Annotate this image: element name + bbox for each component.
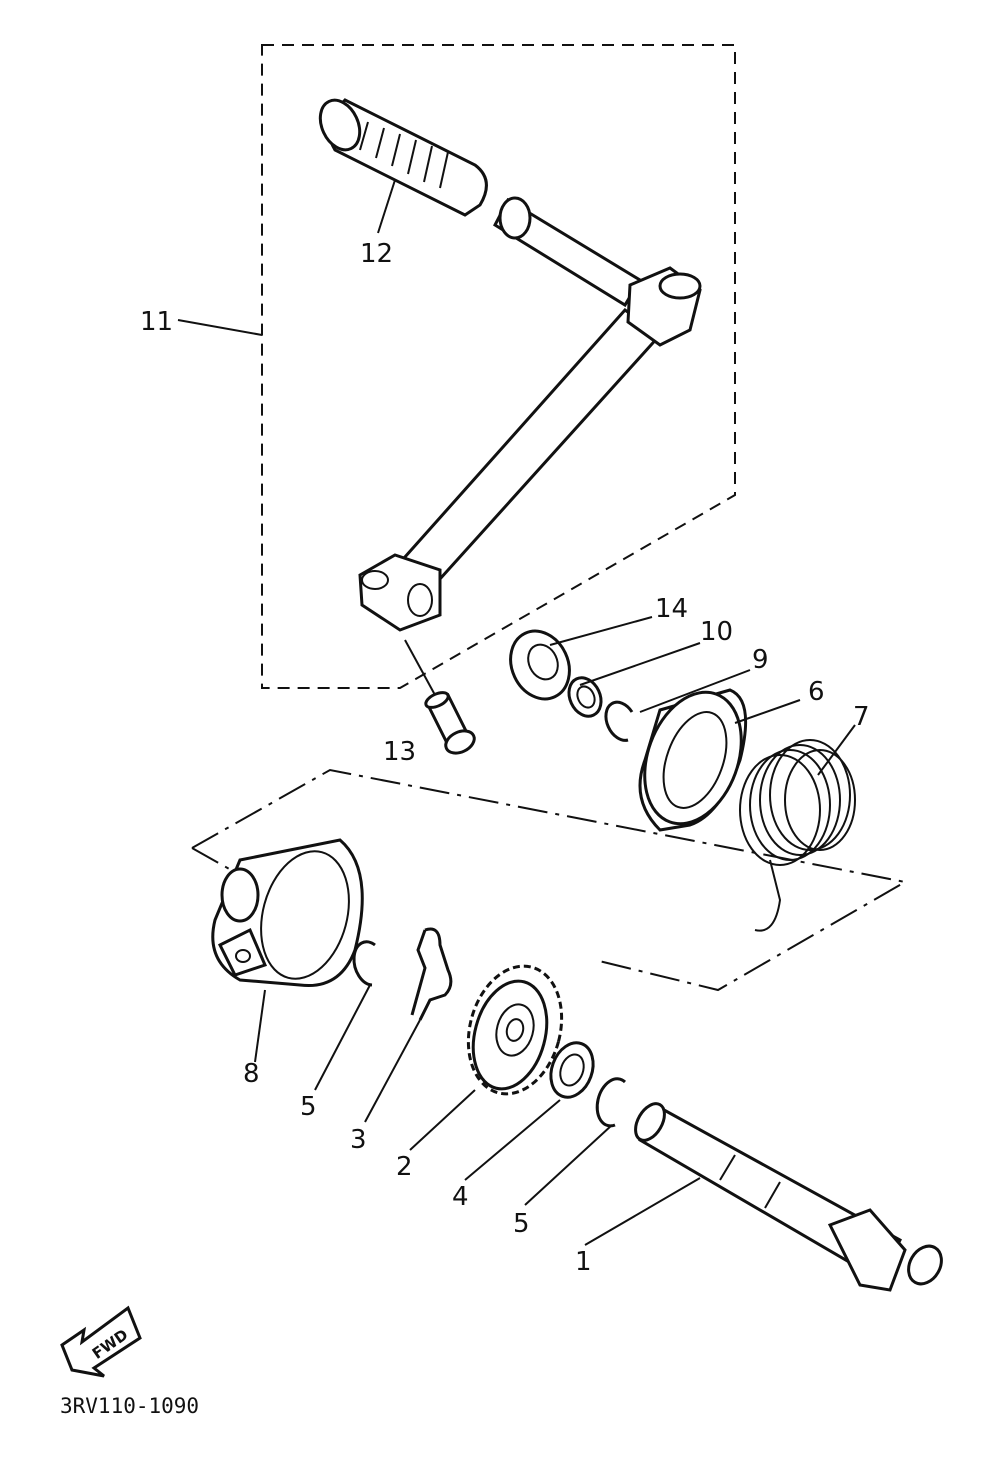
label-part-1: 1 bbox=[575, 1247, 592, 1277]
torsion-spring bbox=[739, 739, 856, 932]
label-part-8: 8 bbox=[243, 1059, 260, 1089]
label-part-7: 7 bbox=[853, 702, 870, 732]
label-part-11: 11 bbox=[140, 307, 173, 337]
leader-lines bbox=[177, 179, 856, 1246]
gear-washer bbox=[549, 1041, 595, 1099]
spring-cover bbox=[638, 688, 748, 832]
forward-direction-arrow: FWD bbox=[60, 1305, 142, 1378]
bolt-guide-line bbox=[404, 639, 436, 696]
label-part-10: 10 bbox=[700, 617, 733, 647]
stopper-guide bbox=[211, 838, 364, 988]
kick-axle bbox=[634, 1102, 943, 1292]
label-part-5-right: 5 bbox=[513, 1209, 530, 1239]
gear-washer-hole bbox=[559, 1053, 585, 1087]
figure-code: 3RV110-1090 bbox=[60, 1394, 199, 1418]
lower-group-boundary bbox=[191, 768, 908, 992]
kick-lever-arm bbox=[358, 196, 702, 632]
label-part-13: 13 bbox=[383, 737, 416, 767]
label-part-12: 12 bbox=[360, 239, 393, 269]
bolt bbox=[424, 691, 476, 755]
label-part-4: 4 bbox=[452, 1182, 469, 1212]
label-part-14: 14 bbox=[655, 594, 688, 624]
circlip-right bbox=[595, 1077, 627, 1128]
oil-seal bbox=[509, 629, 571, 701]
washer bbox=[567, 676, 603, 718]
washer-hole bbox=[576, 685, 596, 709]
label-part-2: 2 bbox=[396, 1152, 413, 1182]
spring-clip bbox=[410, 927, 453, 1021]
kick-gear bbox=[466, 964, 564, 1096]
label-part-5-left: 5 bbox=[300, 1092, 317, 1122]
circlip-upper bbox=[604, 700, 634, 742]
label-part-6: 6 bbox=[808, 677, 825, 707]
label-part-9: 9 bbox=[752, 645, 769, 675]
label-part-3: 3 bbox=[350, 1125, 367, 1155]
circlip-left bbox=[352, 940, 376, 987]
grip-rubber bbox=[318, 98, 488, 217]
